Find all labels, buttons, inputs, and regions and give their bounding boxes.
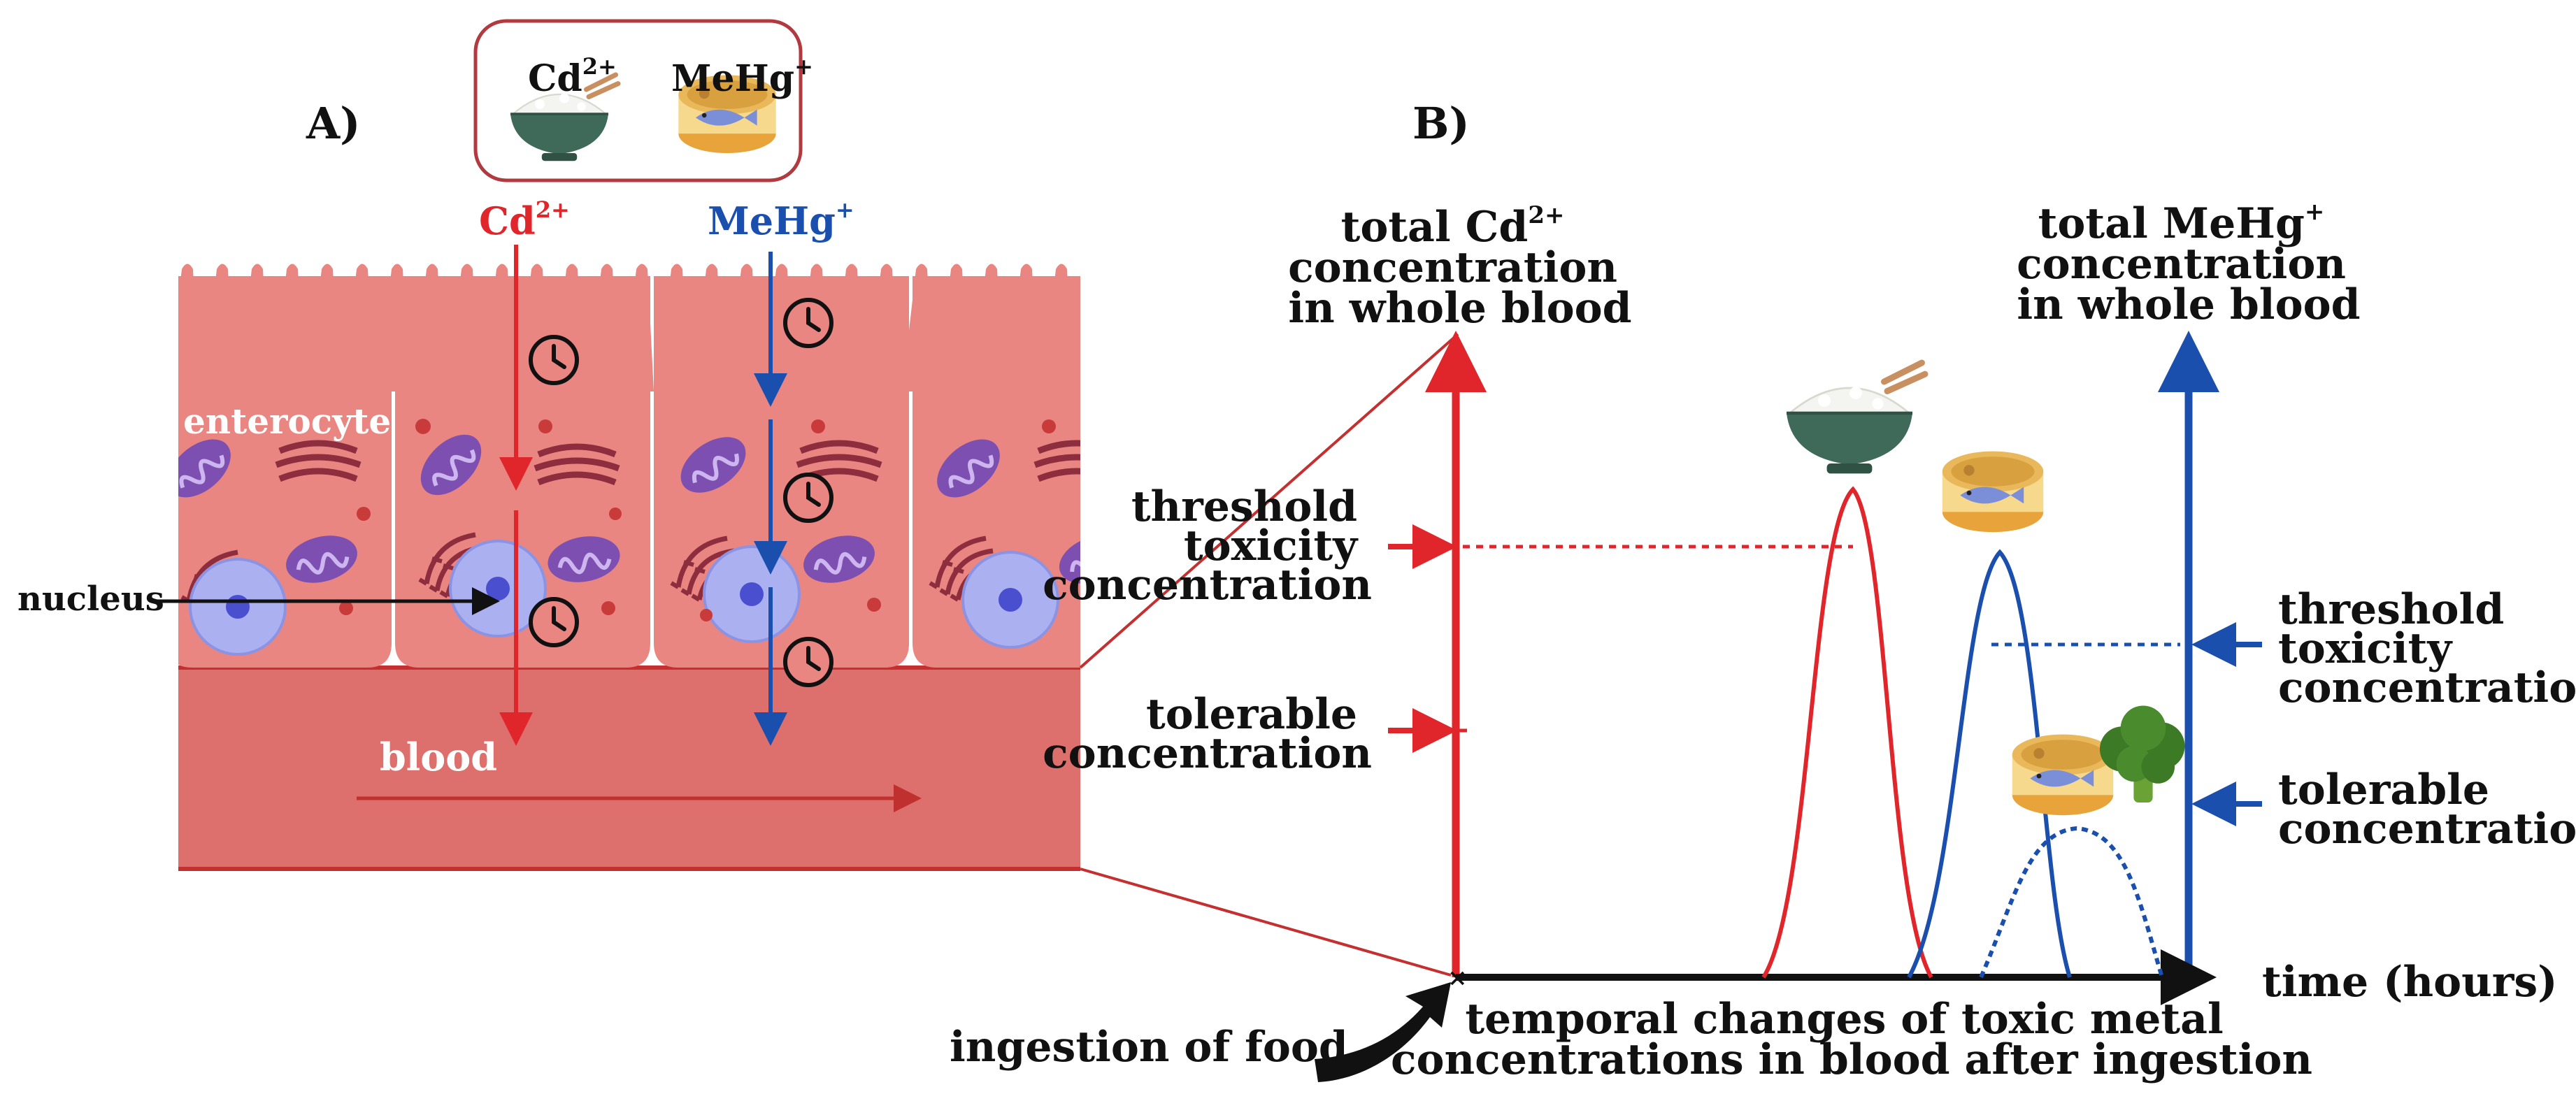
zoom-line-top — [1079, 333, 1459, 669]
panel-a-label: A) — [306, 98, 360, 149]
mehg-clock-icon — [785, 639, 831, 685]
mehg-fish-broccoli-curve — [1979, 826, 2164, 979]
food-box-cd-label: Cd2+ — [528, 53, 617, 100]
cd-axis-title: total Cd2+ concentration in whole blood — [1288, 185, 1632, 333]
mehg-absorption-path — [754, 252, 831, 746]
canned-fish-icon — [1942, 451, 2044, 533]
cd-uptake-label: Cd2+ — [479, 196, 570, 243]
enterocyte-label: enterocyte — [183, 401, 391, 442]
chart-caption: temporal changes of toxic metal concentr… — [1391, 995, 2312, 1084]
food-box-mehg-label: MeHg+ — [671, 53, 813, 100]
mehg-clock-icon — [785, 300, 831, 346]
cd-clock-icon — [531, 337, 577, 383]
cd-clock-icon — [531, 599, 577, 645]
food-box: Cd2+ MeHg+ — [473, 19, 813, 182]
nucleus-icon — [189, 558, 287, 656]
origin-mark: × — [1447, 964, 1468, 992]
intestinal-tissue — [178, 264, 1080, 871]
zoom-line-bottom — [1080, 868, 1452, 977]
microvilli — [178, 264, 1080, 391]
rice-bowl-icon — [1787, 363, 1925, 473]
mehg-clock-icon — [785, 475, 831, 521]
mehg-axis-title: total MeHg+ concentration in whole blood — [2017, 181, 2361, 329]
mehg-fish-peak-curve — [1907, 549, 2072, 979]
nucleus-label: nucleus — [17, 580, 164, 619]
cd-rice-peak-curve — [1761, 486, 1933, 979]
ingestion-arrow — [1315, 982, 1451, 1082]
panel-b-label: B) — [1412, 98, 1470, 149]
right-threshold-label: threshold toxicity concentration — [2278, 585, 2576, 712]
mehg-uptake-label: MeHg+ — [708, 196, 854, 243]
ingestion-label: ingestion of food — [950, 1023, 1348, 1072]
left-tolerable-label: tolerable concentration — [1043, 690, 1372, 778]
left-threshold-label: threshold toxicity concentration — [1043, 482, 1372, 610]
canned-fish-icon — [2012, 734, 2114, 816]
cd-absorption-path — [499, 245, 577, 746]
blood-label: blood — [380, 735, 497, 779]
right-tolerable-label: tolerable concentration — [2278, 765, 2576, 854]
time-axis-label: time (hours) — [2262, 958, 2558, 1007]
